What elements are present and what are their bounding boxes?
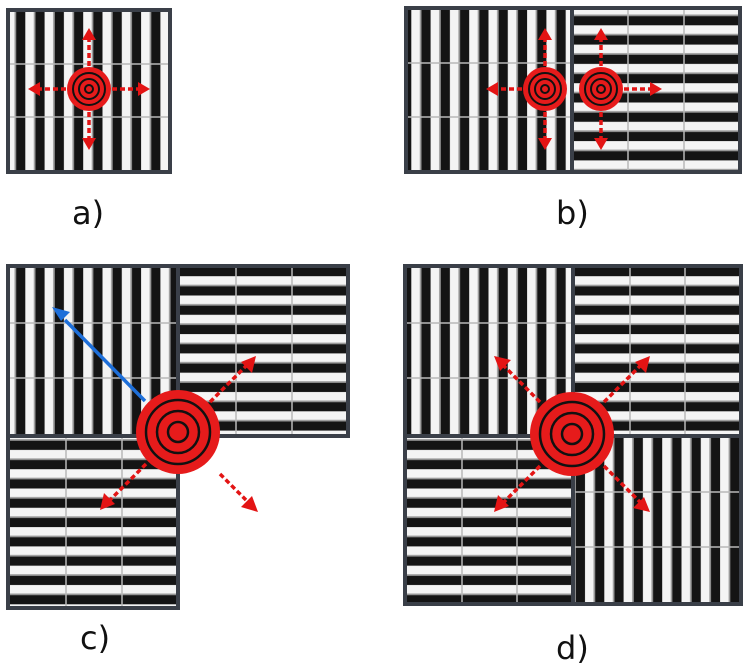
panel-a: a) [6,8,172,232]
arrow-diagonal-icon [208,356,256,404]
arrow-left-icon [28,82,66,96]
tile-joints [407,322,571,379]
tile-joints [575,491,739,548]
target-icon [67,67,111,111]
panel-d: d) [403,264,743,667]
panel-c: c) [6,264,350,657]
tile-horizontal-slats [407,438,571,602]
arrow-up-icon [82,28,96,66]
arrow-up-icon [538,28,552,66]
tile-horizontal-slats [10,438,176,606]
target-icon [523,67,567,111]
target-icon [579,67,623,111]
panel-label-c: c) [80,619,110,657]
spread-arrows [100,356,258,512]
panel-b: b) [404,6,742,232]
arrow-left-icon [486,82,522,96]
target-icon [530,392,614,476]
tile-vertical-slats [575,438,739,602]
arrow-right-icon [112,82,150,96]
panel-label-a: a) [72,194,104,232]
blue-arrow-icon [52,307,147,403]
spread-arrows [494,356,650,512]
arrow-down-icon [594,112,608,150]
tile-joints [408,62,570,118]
tile-joints [10,322,176,379]
spread-arrows [486,28,662,150]
tile-joints [235,268,293,434]
tile-joints [461,438,518,602]
panel-label-b: b) [556,194,589,232]
arrow-diagonal-icon [602,464,650,512]
arrow-down-icon [82,112,96,150]
arrow-diagonal-icon [602,356,650,404]
arrow-diagonal-icon [494,464,542,512]
target-icon [136,390,220,474]
arrow-right-icon [624,82,662,96]
arrow-diagonal-icon [100,462,148,510]
arrow-diagonal-icon [494,356,542,404]
arrow-up-icon [594,28,608,66]
tile-joints [629,268,686,434]
panel-label-d: d) [556,629,589,667]
arrow-diagonal-icon [218,472,258,512]
spread-arrows [28,28,150,150]
tile-joints [65,438,123,606]
arrow-down-icon [538,112,552,150]
